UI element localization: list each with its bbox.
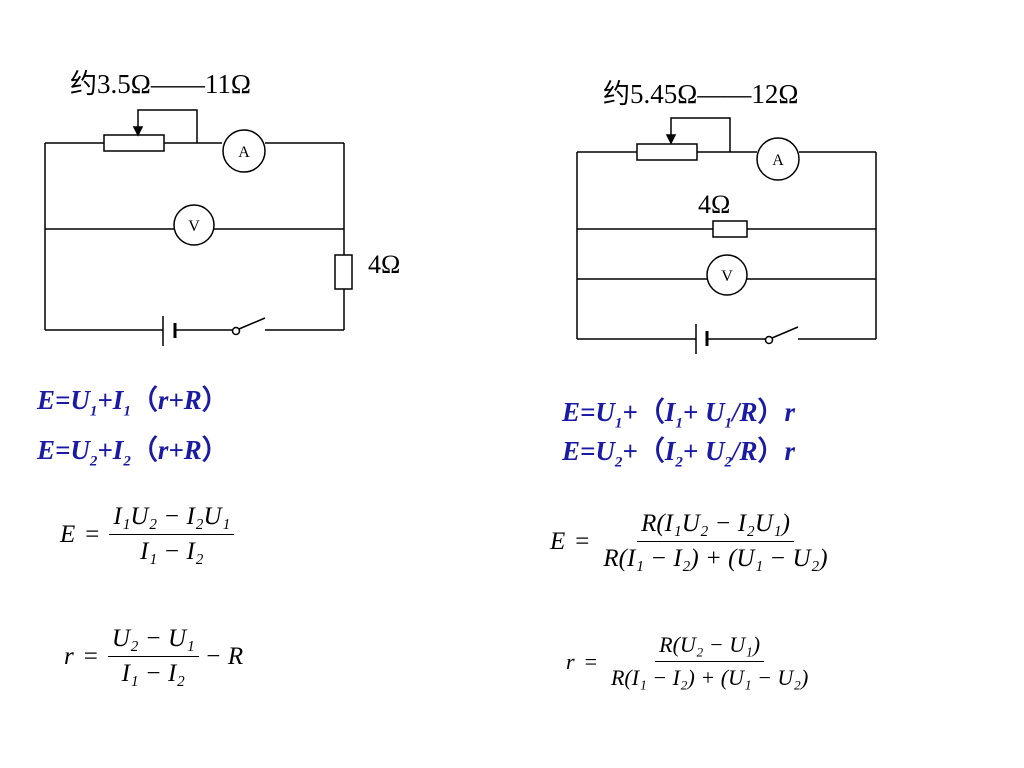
left-slider-arrow-icon	[132, 126, 144, 137]
right-formula-r-denominator: R(I₁ − I₂) + (U₁ − U₂)	[610, 665, 809, 690]
right-eq2-lhs: E=U	[562, 436, 615, 466]
left-formula-r-denominator: I₁ − I₂	[121, 660, 185, 687]
right-formula-E-fraction: R(I₁U₂ − I₂U₁) R(I₁ − I₂) + (U₁ − U₂)	[599, 510, 831, 573]
right-eq2-sub2: 2	[675, 454, 683, 471]
left-eq1-lhs: E=U	[37, 385, 90, 415]
right-eq2-plus: +	[622, 436, 638, 466]
right-formula-r-lhs: r	[566, 648, 575, 674]
right-eq1-paren-close: ）	[757, 397, 785, 427]
left-formula-r-numerator: U₂ − U₁	[107, 625, 199, 657]
right-formula-E: E = R(I₁U₂ − I₂U₁) R(I₁ − I₂) + (U₁ − U₂…	[550, 510, 832, 573]
right-eq1-paren-open: （	[637, 397, 665, 427]
right-slider-arrow-icon	[665, 134, 677, 145]
right-eq2-sub1: 2	[614, 454, 623, 471]
right-eq1-plus2: + U	[682, 397, 725, 427]
right-eq1-plus: +	[622, 397, 638, 427]
right-formula-E-numerator: R(I₁U₂ − I₂U₁)	[637, 510, 794, 542]
right-eq2-paren-open: （	[637, 436, 665, 466]
left-eq2-plus: +I	[97, 435, 124, 465]
right-formula-r-equals: =	[584, 648, 597, 674]
left-eq2-lhs: E=U	[37, 435, 90, 465]
left-eq2-paren-close: ）	[201, 435, 229, 465]
left-formula-E-numerator: I₁U₂ − I₂U₁	[109, 503, 235, 535]
left-formula-E: E = I₁U₂ − I₂U₁ I₁ − I₂	[60, 503, 235, 566]
right-eq1-r: r	[784, 397, 795, 427]
left-formula-E-equals: =	[85, 520, 100, 548]
right-circuit	[576, 117, 877, 354]
left-ammeter-letter: A	[238, 144, 250, 161]
right-formula-E-lhs: E	[550, 527, 566, 555]
right-voltmeter-letter: V	[721, 268, 733, 285]
left-ammeter	[222, 129, 266, 173]
right-ammeter-letter: A	[772, 152, 784, 169]
left-eq1-plus: +I	[97, 385, 124, 415]
left-eq1-sub2: 1	[123, 403, 131, 420]
right-formula-r: r = R(U₂ − U₁) R(I₁ − I₂) + (U₁ − U₂)	[566, 632, 812, 691]
right-formula-E-equals: =	[575, 527, 590, 555]
right-resistor	[712, 220, 748, 238]
right-eq2-tail: /R	[731, 436, 758, 466]
left-resistor	[334, 254, 353, 290]
left-eq2-sub2: 2	[123, 453, 131, 470]
left-formula-r-equals: =	[83, 642, 98, 670]
left-formula-r-fraction: U₂ − U₁ I₁ − I₂	[107, 625, 199, 688]
right-switch-pivot	[764, 335, 774, 345]
right-eq2-paren-close: ）	[757, 436, 785, 466]
left-rheostat	[103, 134, 165, 152]
right-eq1-lhs: E=U	[562, 397, 615, 427]
right-formula-E-denominator: R(I₁ − I₂) + (U₁ − U₂)	[603, 545, 828, 572]
left-circuit	[44, 109, 353, 346]
left-switch-blade	[238, 317, 266, 330]
left-eq1-inner: r+R	[157, 385, 202, 415]
left-switch-pivot	[231, 326, 241, 336]
right-ammeter	[756, 137, 800, 181]
right-range-label: 约5.45Ω——12Ω	[603, 79, 799, 109]
right-eq1-sub3: 1	[724, 415, 732, 432]
right-equation-2: E=U2+（I2+ U2/R）r	[562, 429, 795, 471]
left-eq1-sub1: 1	[89, 403, 98, 420]
right-eq2-plus2: + U	[682, 436, 725, 466]
right-eq2-i: I	[664, 436, 676, 466]
left-formula-E-fraction: I₁U₂ − I₂U₁ I₁ − I₂	[109, 503, 235, 566]
left-eq1-paren-open: （	[130, 385, 158, 415]
left-eq2-sub1: 2	[89, 453, 98, 470]
right-formula-r-fraction: R(U₂ − U₁) R(I₁ − I₂) + (U₁ − U₂)	[607, 632, 812, 691]
right-eq1-tail: /R	[731, 397, 758, 427]
right-eq1-sub1: 1	[614, 415, 623, 432]
right-resistor-label: 4Ω	[698, 190, 731, 219]
left-range-label: 约3.5Ω——11Ω	[70, 69, 251, 99]
right-switch-blade	[771, 326, 799, 339]
left-equation-2: E=U2+I2（r+R）	[37, 428, 229, 470]
left-formula-r-tail: − R	[204, 642, 244, 670]
left-eq2-paren-open: （	[130, 435, 158, 465]
right-eq2-r: r	[784, 436, 795, 466]
right-eq1-i: I	[664, 397, 676, 427]
left-formula-r: r = U₂ − U₁ I₁ − I₂ − R	[64, 625, 243, 688]
left-equation-1: E=U1+I1（r+R）	[37, 378, 229, 420]
right-formula-r-numerator: R(U₂ − U₁)	[655, 632, 765, 662]
left-eq2-inner: r+R	[157, 435, 202, 465]
left-formula-E-denominator: I₁ − I₂	[140, 538, 204, 565]
left-formula-E-lhs: E	[60, 520, 76, 548]
right-eq1-sub2: 1	[675, 415, 683, 432]
left-resistor-label: 4Ω	[368, 250, 401, 279]
left-formula-r-lhs: r	[64, 642, 74, 670]
left-eq1-paren-close: ）	[201, 385, 229, 415]
right-rheostat	[636, 143, 698, 161]
left-voltmeter-letter: V	[188, 218, 200, 235]
right-eq2-sub3: 2	[724, 454, 732, 471]
right-equation-1: E=U1+（I1+ U1/R）r	[562, 390, 795, 432]
left-voltmeter	[173, 204, 215, 246]
right-voltmeter	[706, 254, 748, 296]
